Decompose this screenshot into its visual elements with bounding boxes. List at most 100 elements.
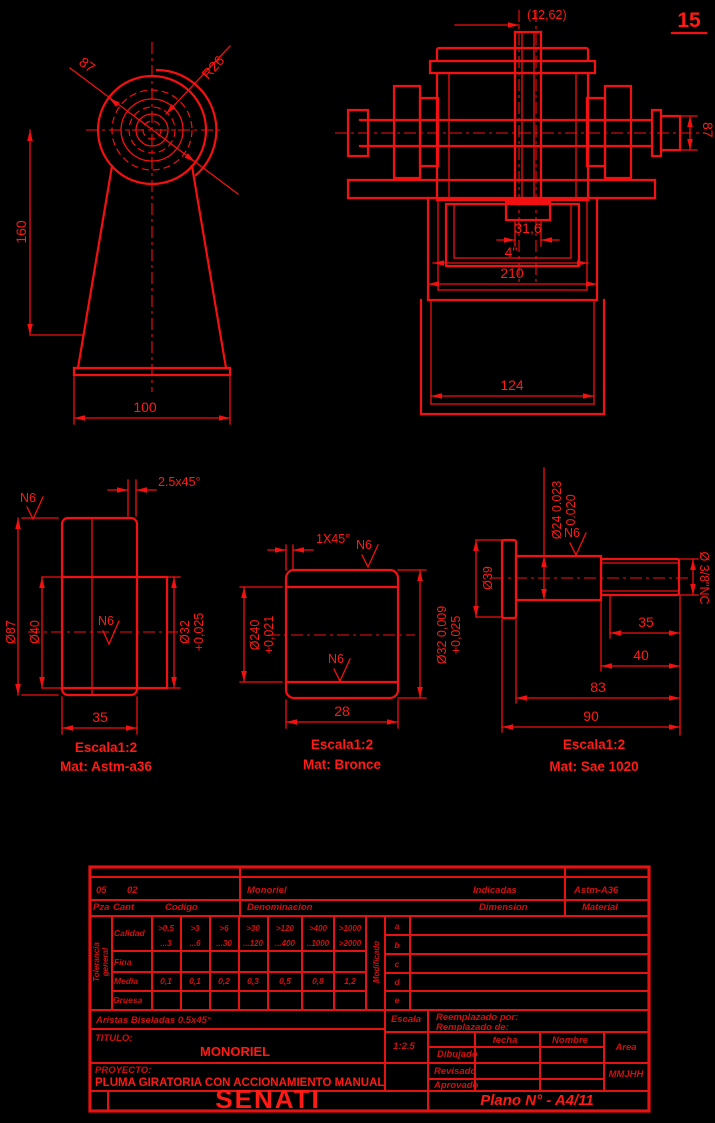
range-top: >6 bbox=[219, 924, 229, 933]
range-bottom: ...3 bbox=[160, 939, 172, 948]
range-bottom: ...30 bbox=[216, 939, 232, 948]
trolley-dim-shaft-end: 87 bbox=[679, 115, 715, 151]
detail-bushing-view: 1X45° N6 N6 Ø240 +0,021 Ø32 0,009 +0,025 bbox=[239, 532, 463, 772]
range-top: >1000 bbox=[339, 924, 362, 933]
plano-number: Plano N° - A4/11 bbox=[480, 1092, 594, 1109]
dim-d39-label: Ø39 bbox=[481, 566, 495, 590]
trolley-dim-frame: 210 bbox=[427, 265, 598, 287]
title-block-lower: Aristas Biseladas 0.5x45° TITULO: MONORI… bbox=[95, 1012, 645, 1114]
trolley-side-view: (12,62) 87 31,6 4" bbox=[335, 8, 715, 416]
surface-finish-icon-label: N6 bbox=[98, 614, 114, 628]
part-denominacion-value: Monoriel bbox=[247, 885, 287, 896]
thread-label: Ø 3/8"NC bbox=[697, 551, 711, 604]
dim-4in-label: 4" bbox=[505, 244, 518, 260]
title-block: 05 02 Monoriel Indicadas Astm-A36 Pza Ca… bbox=[88, 865, 651, 1114]
support-scale-label: Escala1:2 bbox=[75, 740, 137, 755]
trolley-linework bbox=[335, 10, 700, 416]
dim-35-label: 35 bbox=[92, 709, 108, 725]
trolley-dim-rail: 4" bbox=[432, 244, 589, 266]
mod-row-e: e bbox=[395, 995, 400, 1005]
bushing-dim-right: Ø32 0,009 +0,025 bbox=[397, 569, 463, 699]
detail-shaft-view: 0.020 Ø24 0.023 N6 Ø39 Ø 3/8"NC bbox=[473, 467, 711, 774]
dim-d40-label: Ø40 bbox=[28, 620, 42, 644]
dim-offset-label: (12,62) bbox=[527, 8, 567, 22]
bushing-material-label: Mat: Bronce bbox=[303, 757, 381, 772]
range-top: >30 bbox=[246, 924, 260, 933]
support-dim-flange: Ø87 bbox=[4, 517, 59, 696]
trolley-dim-lower: 124 bbox=[430, 377, 595, 399]
fecha-header: fecha bbox=[493, 1035, 518, 1046]
range-top: >0,5 bbox=[158, 924, 174, 933]
hook-linework bbox=[72, 42, 232, 392]
range-bottom: ..1000 bbox=[307, 939, 330, 948]
range-bottom: ...120 bbox=[243, 939, 264, 948]
shaft-material-label: Mat: Sae 1020 bbox=[549, 759, 638, 774]
media-value: 0,1 bbox=[160, 976, 172, 986]
surface-finish-icon-label: N6 bbox=[564, 526, 580, 540]
reemplazado-de: Remplazado de: bbox=[436, 1022, 509, 1033]
shaft-linework bbox=[492, 538, 690, 620]
media-value: 0,8 bbox=[312, 976, 324, 986]
titulo-value: MONORIEL bbox=[200, 1044, 270, 1059]
header-codigo: Codigo bbox=[165, 902, 198, 913]
header-cant: Cant bbox=[113, 902, 135, 913]
tolerance-row-media: Media bbox=[114, 976, 138, 986]
mod-row-c: c bbox=[395, 959, 400, 969]
surface-finish-icon-label: N6 bbox=[328, 652, 344, 666]
dibujado-label: Dibujado bbox=[437, 1049, 478, 1060]
support-linework bbox=[28, 516, 182, 697]
support-dim-bore: Ø40 bbox=[28, 576, 63, 689]
shaft-scale-label: Escala1:2 bbox=[563, 737, 625, 752]
escala-label: Escala bbox=[391, 1014, 421, 1025]
media-value: 1,2 bbox=[344, 976, 356, 986]
shaft-dim-flange: Ø39 bbox=[473, 539, 503, 618]
dim-35-label: 35 bbox=[638, 614, 654, 630]
part-qty-02: 02 bbox=[127, 885, 138, 896]
surface-finish-icon bbox=[333, 658, 351, 683]
tolerance-row-fina: Fina bbox=[114, 957, 132, 967]
support-material-label: Mat: Astm-a36 bbox=[60, 759, 152, 774]
surface-finish-icon bbox=[102, 620, 120, 646]
chamfer-label: 2.5x45° bbox=[158, 475, 201, 489]
dim-d24-label: Ø24 0.023 bbox=[550, 481, 564, 539]
media-value: 0,1 bbox=[189, 976, 201, 986]
support-dim-hub: Ø32 +0,025 bbox=[166, 576, 206, 689]
support-finish-top: N6 bbox=[20, 491, 44, 521]
tolerance-quality-header: Calidad bbox=[114, 928, 146, 938]
dim-d32-label: Ø32 bbox=[178, 620, 192, 644]
dim-d24-label: Ø240 bbox=[248, 620, 262, 651]
nombre-header: Nombre bbox=[552, 1035, 589, 1046]
area-label: Area bbox=[614, 1042, 636, 1053]
header-denominacion: Denominacion bbox=[247, 902, 313, 913]
range-top: >3 bbox=[190, 924, 200, 933]
dim-28-label: 28 bbox=[334, 703, 350, 719]
bushing-dim-width: 28 bbox=[285, 699, 399, 729]
tolerance-table: Tolerancia general Calidad Fina Media Gr… bbox=[92, 921, 400, 1005]
reemplazado-por: Reemplazado por: bbox=[436, 1012, 518, 1023]
tol-d32-label: +0,025 bbox=[192, 613, 206, 652]
area-value: MMJHH bbox=[609, 1069, 645, 1080]
media-value: 0,5 bbox=[279, 976, 291, 986]
mod-row-b: b bbox=[394, 940, 399, 950]
revisado-label: Revisado bbox=[434, 1066, 476, 1077]
tol-d32-label: +0,025 bbox=[449, 616, 463, 655]
detail-support-view: 2.5x45° N6 N6 Ø87 Ø40 bbox=[4, 475, 206, 774]
modificado-label: Modificado bbox=[372, 941, 381, 983]
chamfer-label: 1X45° bbox=[316, 532, 350, 546]
bushing-dim-left: Ø240 +0,021 bbox=[239, 586, 283, 683]
support-dim-width: 35 bbox=[61, 696, 138, 735]
shaft-dim-total: 90 bbox=[501, 618, 681, 733]
mod-row-d: d bbox=[394, 977, 400, 987]
dim-31-6-label: 31,6 bbox=[514, 220, 541, 236]
tolerance-side-label-2: general bbox=[101, 947, 110, 977]
tolerance-row-gruesa: Gruesa bbox=[113, 995, 143, 1005]
mod-row-a: a bbox=[395, 921, 400, 931]
sheet-number-label: 15 bbox=[677, 9, 701, 32]
surface-finish-icon bbox=[569, 532, 587, 557]
proyecto-label: PROYECTO: bbox=[95, 1065, 151, 1076]
header-pza: Pza bbox=[93, 902, 109, 913]
title-block-parts-rows: 05 02 Monoriel Indicadas Astm-A36 Pza Ca… bbox=[93, 885, 619, 913]
shaft-finish: N6 bbox=[564, 526, 587, 557]
trolley-dim-offset: (12,62) bbox=[454, 8, 567, 28]
bushing-finish-bottom: N6 bbox=[328, 652, 351, 683]
